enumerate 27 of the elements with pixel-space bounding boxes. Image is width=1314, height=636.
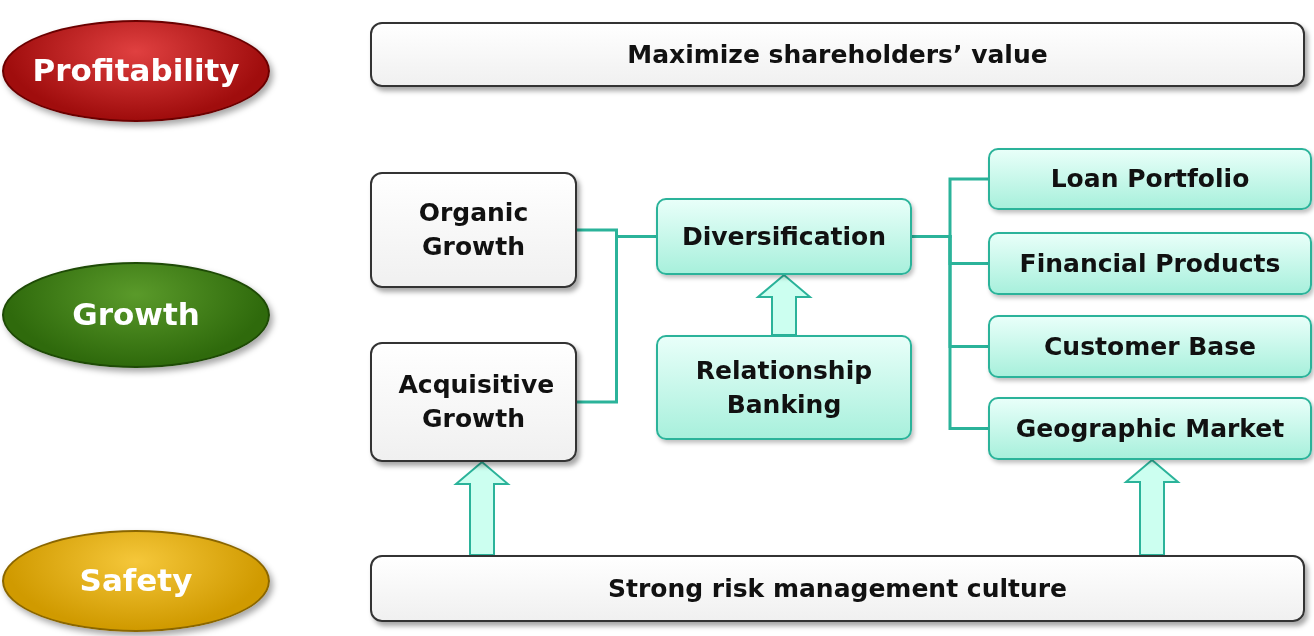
text-box (370, 342, 577, 462)
category-label: Profitability (31, 51, 241, 91)
box-label: Geographic Market (1014, 412, 1286, 445)
text-box (370, 555, 1305, 622)
box-label: Strong risk management culture (606, 572, 1069, 605)
box-label: Customer Base (1043, 330, 1257, 363)
box-label: Maximize shareholders’ value (626, 38, 1049, 71)
box-label: Relationship Banking (694, 354, 874, 421)
text-box (656, 335, 912, 440)
box-label: Loan Portfolio (1049, 163, 1251, 196)
text-box (988, 315, 1312, 378)
text-box (988, 148, 1312, 210)
block-arrow (1123, 458, 1181, 556)
text-box (370, 22, 1305, 87)
text-box (988, 397, 1312, 460)
block-arrow (755, 273, 813, 336)
text-box (988, 232, 1312, 295)
box-label: Financial Products (1018, 247, 1282, 280)
category-label: Growth (71, 295, 201, 335)
text-box (370, 172, 577, 288)
box-label: Diversification (680, 220, 888, 253)
category-label: Safety (78, 561, 194, 601)
box-label: Organic Growth (417, 197, 530, 263)
text-box (656, 198, 912, 275)
box-label: Acquisitive Growth (397, 369, 556, 435)
block-arrow (453, 460, 511, 556)
connector-line (577, 235, 656, 404)
